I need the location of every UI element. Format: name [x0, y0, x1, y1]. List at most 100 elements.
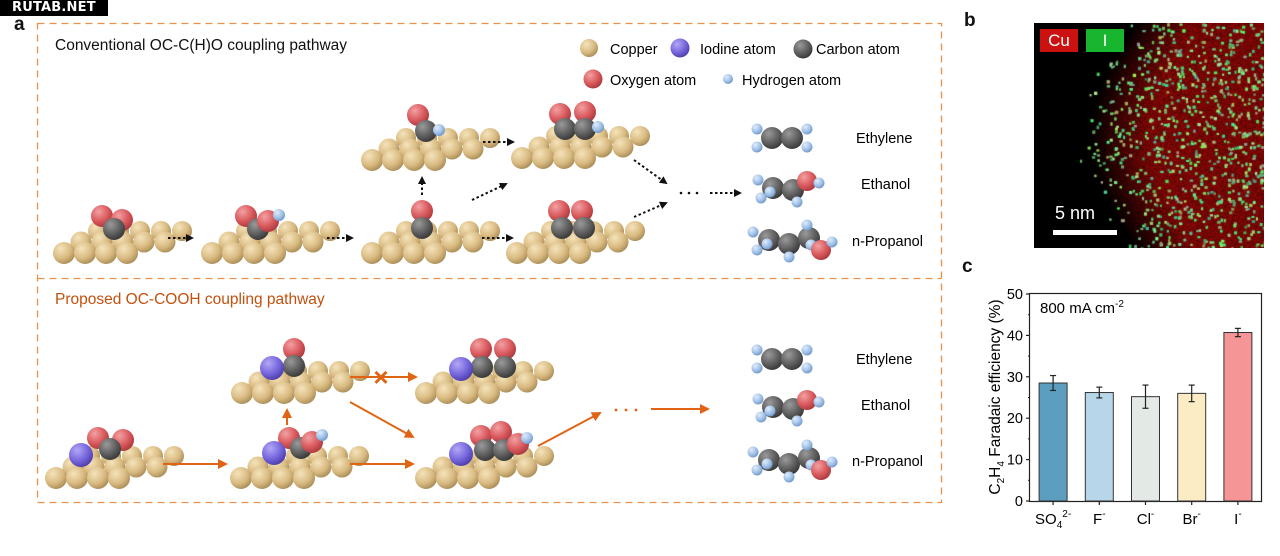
- carbon-atom: [574, 118, 596, 140]
- bar-2: [1131, 396, 1160, 502]
- copper-atom: [320, 221, 340, 241]
- scale-bar-label: 5 nm: [1055, 203, 1096, 223]
- oxygen-atom-icon: [583, 69, 603, 89]
- copper-atom: [332, 371, 354, 393]
- oxygen-atom: [797, 171, 817, 191]
- iodine-atom: [449, 442, 473, 466]
- bar-4: [1223, 332, 1253, 502]
- copper-atom: [243, 242, 265, 264]
- copper-atom: [527, 242, 549, 264]
- scale-bar: [1053, 230, 1117, 235]
- copper-atom: [281, 231, 303, 253]
- carbon-atom: [551, 217, 573, 239]
- iodine-atom-icon: [670, 38, 690, 58]
- hydrogen-atom: [273, 209, 285, 221]
- hydrogen-atom: [783, 251, 795, 263]
- copper-atom: [630, 126, 650, 146]
- hydrogen-atom: [764, 405, 776, 417]
- hydrogen-atom: [761, 458, 773, 470]
- scene-co: [361, 200, 500, 264]
- copper-atom: [607, 231, 629, 253]
- copper-atom: [612, 136, 634, 158]
- copper-atom: [548, 242, 570, 264]
- carbon-atom-icon: [793, 39, 813, 59]
- current-density-annotation: 800 mA cm-2: [1040, 299, 1124, 317]
- y-tick-label: 50: [1007, 287, 1023, 303]
- bar-1: [1084, 392, 1114, 502]
- panel-label-a: a: [14, 14, 25, 35]
- hydrogen-atom: [791, 196, 803, 208]
- copper-atom: [264, 242, 286, 264]
- carbon-atom: [99, 438, 121, 460]
- chart-bars: [1038, 327, 1253, 502]
- oxygen-atom: [811, 460, 831, 480]
- scene-p-cooh-iodine: [230, 427, 369, 489]
- copper-atom-icon: [580, 39, 598, 57]
- iodine-atom: [69, 443, 93, 467]
- proposed-ellipsis: [614, 408, 638, 412]
- copper-atom: [45, 467, 67, 489]
- arrow-merge-lower: [633, 201, 668, 218]
- reaction-scenes: [45, 101, 838, 489]
- panel-a-frame: [36, 22, 943, 504]
- product-top-propanol: n-Propanol: [852, 234, 923, 250]
- x-tick-label: F-: [1093, 509, 1106, 528]
- copper-atom: [403, 242, 425, 264]
- copper-atom: [403, 149, 425, 171]
- copper-atom: [495, 456, 517, 478]
- hydrogen-atom: [752, 393, 764, 405]
- copper-atom: [382, 242, 404, 264]
- oxygen-atom: [571, 200, 593, 222]
- hydrogen-atom: [751, 244, 763, 256]
- x-tick-label: I-: [1234, 509, 1242, 528]
- eds-channel-cu: Cu: [1040, 29, 1078, 52]
- copper-atom: [516, 371, 538, 393]
- copper-atom: [231, 382, 253, 404]
- hydrogen-atom: [751, 141, 763, 153]
- carbon-atom: [781, 127, 803, 149]
- copper-atom: [516, 456, 538, 478]
- hydrogen-atom: [592, 121, 604, 133]
- legend-label-carbon: Carbon atom: [816, 42, 900, 58]
- iodine-atom: [262, 441, 286, 465]
- oxygen-atom: [797, 390, 817, 410]
- hydrogen-atom: [801, 219, 813, 231]
- copper-atom: [532, 147, 554, 169]
- y-axis-label: C2H4 Faradaic efficiency (%): [987, 299, 1007, 494]
- legend-label-oxygen: Oxygen atom: [610, 73, 696, 89]
- scene-p-co-iodine: [231, 338, 370, 404]
- copper-atom: [251, 467, 273, 489]
- carbon-atom: [778, 453, 800, 475]
- product-molecule-top-ethylene: [751, 123, 813, 153]
- product-bottom-ethanol: Ethanol: [861, 398, 910, 414]
- legend-label-copper: Copper: [610, 42, 658, 58]
- product-bottom-propanol: n-Propanol: [852, 454, 923, 470]
- hydrogen-atom-icon: [723, 74, 733, 84]
- x-tick-label: Br-: [1183, 509, 1201, 528]
- copper-atom: [154, 231, 176, 253]
- copper-atom: [273, 382, 295, 404]
- oxygen-atom: [574, 101, 596, 123]
- hydrogen-atom: [761, 238, 773, 250]
- hydrogen-atom: [751, 362, 763, 374]
- hydrogen-atom: [521, 432, 533, 444]
- hydrogen-atom: [755, 411, 767, 423]
- copper-atom: [310, 456, 332, 478]
- copper-atom: [462, 231, 484, 253]
- product-molecule-top-ethanol: [752, 171, 825, 208]
- oxygen-atom: [494, 338, 516, 360]
- oxygen-atom: [811, 240, 831, 260]
- copper-atom: [569, 242, 591, 264]
- x-tick-label: SO42-: [1035, 509, 1071, 531]
- carbon-atom: [761, 127, 783, 149]
- watermark: RUTAB.NET: [0, 0, 108, 16]
- copper-atom: [302, 231, 324, 253]
- bar-0: [1038, 382, 1068, 502]
- copper-atom: [436, 382, 458, 404]
- copper-atom: [382, 149, 404, 171]
- hydrogen-atom: [747, 446, 759, 458]
- scene-p-oc-co-iodine: [415, 338, 554, 404]
- copper-atom: [424, 242, 446, 264]
- conventional-arrows: [168, 138, 742, 242]
